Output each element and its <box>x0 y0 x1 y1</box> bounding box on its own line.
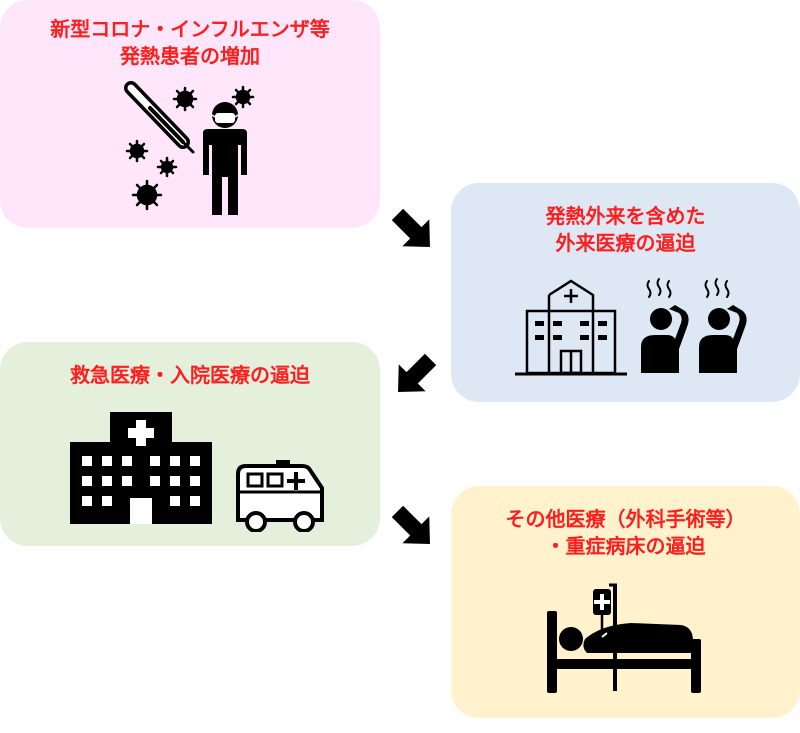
title-line: 新型コロナ・インフルエンザ等 <box>50 17 330 41</box>
arrow-down-right-icon <box>391 208 430 247</box>
ambulance-icon <box>236 460 324 532</box>
title-line: 救急医療・入院医療の逼迫 <box>70 363 310 387</box>
step-box-outpatient-strain: 発熱外来を含めた 外来医療の逼迫 <box>451 183 800 402</box>
hospital-outline-icon <box>515 279 627 376</box>
thermometer-icon <box>124 81 195 154</box>
step-box-other-care-strain: その他医療（外科手術等） ・重症病床の逼迫 <box>451 486 800 718</box>
title-line: 外来医療の逼迫 <box>555 231 696 255</box>
title-line: 発熱外来を含めた <box>545 204 706 228</box>
troubled-person-icon <box>641 278 747 373</box>
arrow-down-left-icon <box>398 353 437 392</box>
virus-icon <box>125 85 255 211</box>
step-title: 新型コロナ・インフルエンザ等 発熱患者の増加 <box>0 16 380 70</box>
masked-person-icon <box>203 102 247 215</box>
hospital-building-icon <box>70 412 212 524</box>
fever-patients-illustration <box>124 81 255 215</box>
step-box-fever-patients: 新型コロナ・インフルエンザ等 発熱患者の増加 <box>0 0 380 228</box>
patient-in-bed-icon <box>547 611 701 693</box>
title-line: ・重症病床の逼迫 <box>545 534 706 558</box>
arrow-down-right-icon <box>391 505 430 544</box>
title-line: その他医療（外科手術等） <box>505 507 746 531</box>
emergency-illustration <box>70 412 324 532</box>
step-title: 発熱外来を含めた 外来医療の逼迫 <box>451 203 800 257</box>
step-title: 救急医療・入院医療の逼迫 <box>0 362 380 389</box>
title-line: 発熱患者の増加 <box>120 44 260 68</box>
intensive-care-illustration <box>547 583 701 693</box>
step-title: その他医療（外科手術等） ・重症病床の逼迫 <box>451 506 800 560</box>
step-box-emergency-strain: 救急医療・入院医療の逼迫 <box>0 342 380 546</box>
outpatient-illustration <box>515 278 747 376</box>
